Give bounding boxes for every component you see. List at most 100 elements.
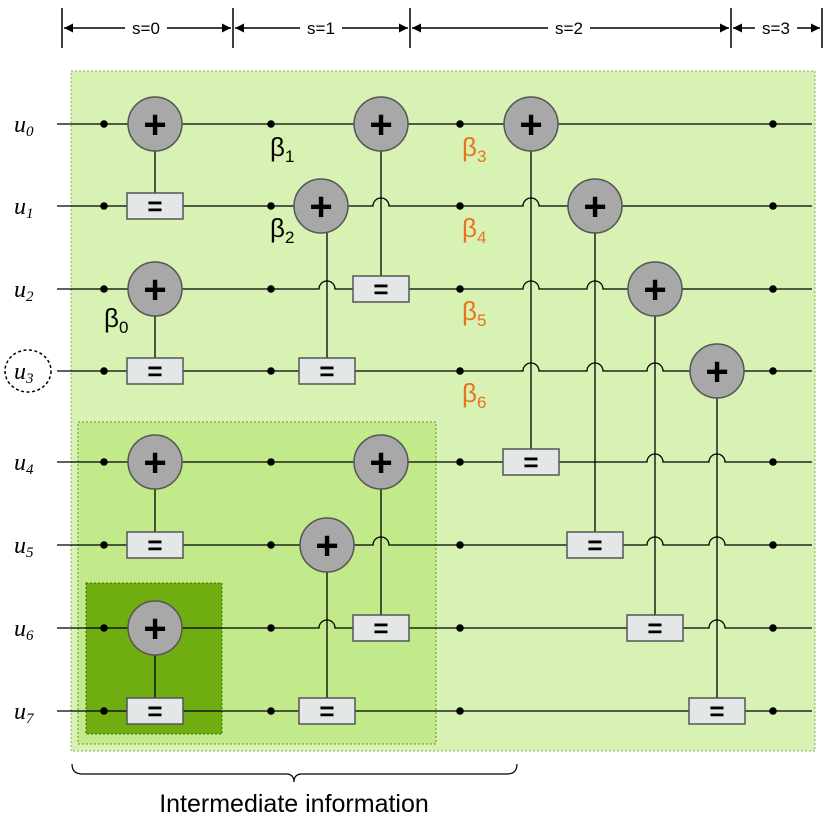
junction-dot-4-0 <box>100 458 108 466</box>
junction-dot-7-2 <box>456 707 464 715</box>
xor-node-1: + <box>127 261 183 317</box>
xor-node-10: + <box>627 261 683 317</box>
xor-symbol: + <box>583 185 606 229</box>
equality-symbol: = <box>709 696 724 726</box>
junction-dot-4-2 <box>456 458 464 466</box>
junction-dot-3-0 <box>100 367 108 375</box>
xor-node-9: + <box>567 178 623 234</box>
junction-dot-5-0 <box>100 541 108 549</box>
xor-node-6: + <box>353 434 409 490</box>
junction-dot-5-3 <box>769 541 777 549</box>
xor-symbol: + <box>315 524 338 568</box>
junction-dot-2-1 <box>267 285 275 293</box>
equality-node-6: = <box>352 613 410 643</box>
junction-dot-4-1 <box>267 458 275 466</box>
junction-dot-2-2 <box>456 285 464 293</box>
xor-node-5: + <box>293 178 349 234</box>
xor-symbol: + <box>643 268 666 312</box>
junction-dot-7-1 <box>267 707 275 715</box>
row-label-3: u3 <box>14 359 34 387</box>
junction-dot-5-2 <box>456 541 464 549</box>
equality-node-2: = <box>126 530 184 560</box>
equality-symbol: = <box>319 356 334 386</box>
stage-labels: s=0 s=1 s=2 s=3 <box>125 18 797 38</box>
wires <box>57 123 812 712</box>
row-label-4: u4 <box>14 450 34 478</box>
xor-symbol: + <box>369 441 392 485</box>
junction-dot-3-2 <box>456 367 464 375</box>
equality-symbol: = <box>647 613 662 643</box>
junction-dot-1-0 <box>100 202 108 210</box>
junction-dot-7-0 <box>100 707 108 715</box>
nodes: + + + + + + + + + + + + = = = = = = = = = = = = <box>126 96 746 726</box>
junction-dot-6-1 <box>267 624 275 632</box>
junction-dot-6-3 <box>769 624 777 632</box>
junction-dot-2-3 <box>769 285 777 293</box>
xor-symbol: + <box>143 268 166 312</box>
xor-node-8: + <box>503 96 559 152</box>
xor-symbol: + <box>143 103 166 147</box>
wire-row-6 <box>57 619 812 629</box>
junction-dot-0-3 <box>769 120 777 128</box>
equality-symbol: = <box>147 696 162 726</box>
equality-node-11: = <box>688 696 746 726</box>
wire-row-4 <box>57 453 812 463</box>
row-label-7: u7 <box>14 699 35 727</box>
xor-symbol: + <box>143 441 166 485</box>
equality-node-7: = <box>298 696 356 726</box>
junction-dot-1-3 <box>769 202 777 210</box>
xor-node-11: + <box>689 343 745 399</box>
xor-node-2: + <box>127 434 183 490</box>
wire-row-1 <box>57 197 812 207</box>
junction-dot-0-1 <box>267 120 275 128</box>
row-label-1: u1 <box>14 194 34 222</box>
junction-dot-2-0 <box>100 285 108 293</box>
equality-node-5: = <box>298 356 356 386</box>
equality-symbol: = <box>523 447 538 477</box>
caption: Intermediate information <box>159 790 429 818</box>
equality-symbol: = <box>373 274 388 304</box>
equality-symbol: = <box>147 530 162 560</box>
equality-node-9: = <box>566 530 624 560</box>
equality-node-0: = <box>126 191 184 221</box>
equality-symbol: = <box>587 530 602 560</box>
junction-dots <box>100 120 777 715</box>
dashed-circle-highlight <box>4 349 52 393</box>
xor-symbol: + <box>369 103 392 147</box>
xor-symbol: + <box>519 103 542 147</box>
xor-node-0: + <box>127 96 183 152</box>
equality-node-8: = <box>502 447 560 477</box>
junction-dot-1-2 <box>456 202 464 210</box>
stage-label-2: s=2 <box>555 19 583 38</box>
junction-dot-0-0 <box>100 120 108 128</box>
junction-dot-6-0 <box>100 624 108 632</box>
equality-symbol: = <box>319 696 334 726</box>
equality-node-3: = <box>126 696 184 726</box>
junction-dot-1-1 <box>267 202 275 210</box>
stage-label-1: s=1 <box>307 19 335 38</box>
junction-dot-4-3 <box>769 458 777 466</box>
xor-node-4: + <box>353 96 409 152</box>
xor-symbol: + <box>705 350 728 394</box>
equality-symbol: = <box>147 191 162 221</box>
stage-brackets <box>61 8 823 48</box>
equality-node-1: = <box>126 356 184 386</box>
stage-label-0: s=0 <box>132 19 160 38</box>
junction-dot-7-3 <box>769 707 777 715</box>
equality-symbol: = <box>373 613 388 643</box>
intermediate-brace <box>71 763 518 783</box>
row-label-6: u6 <box>14 616 34 644</box>
equality-symbol: = <box>147 356 162 386</box>
junction-dot-5-1 <box>267 541 275 549</box>
equality-node-10: = <box>626 613 684 643</box>
xor-node-7: + <box>299 517 355 573</box>
junction-dot-3-1 <box>267 367 275 375</box>
row-label-5: u5 <box>14 533 34 561</box>
xor-symbol: + <box>143 607 166 651</box>
junction-dot-3-3 <box>769 367 777 375</box>
xor-symbol: + <box>309 185 332 229</box>
stage-label-3: s=3 <box>762 19 790 38</box>
